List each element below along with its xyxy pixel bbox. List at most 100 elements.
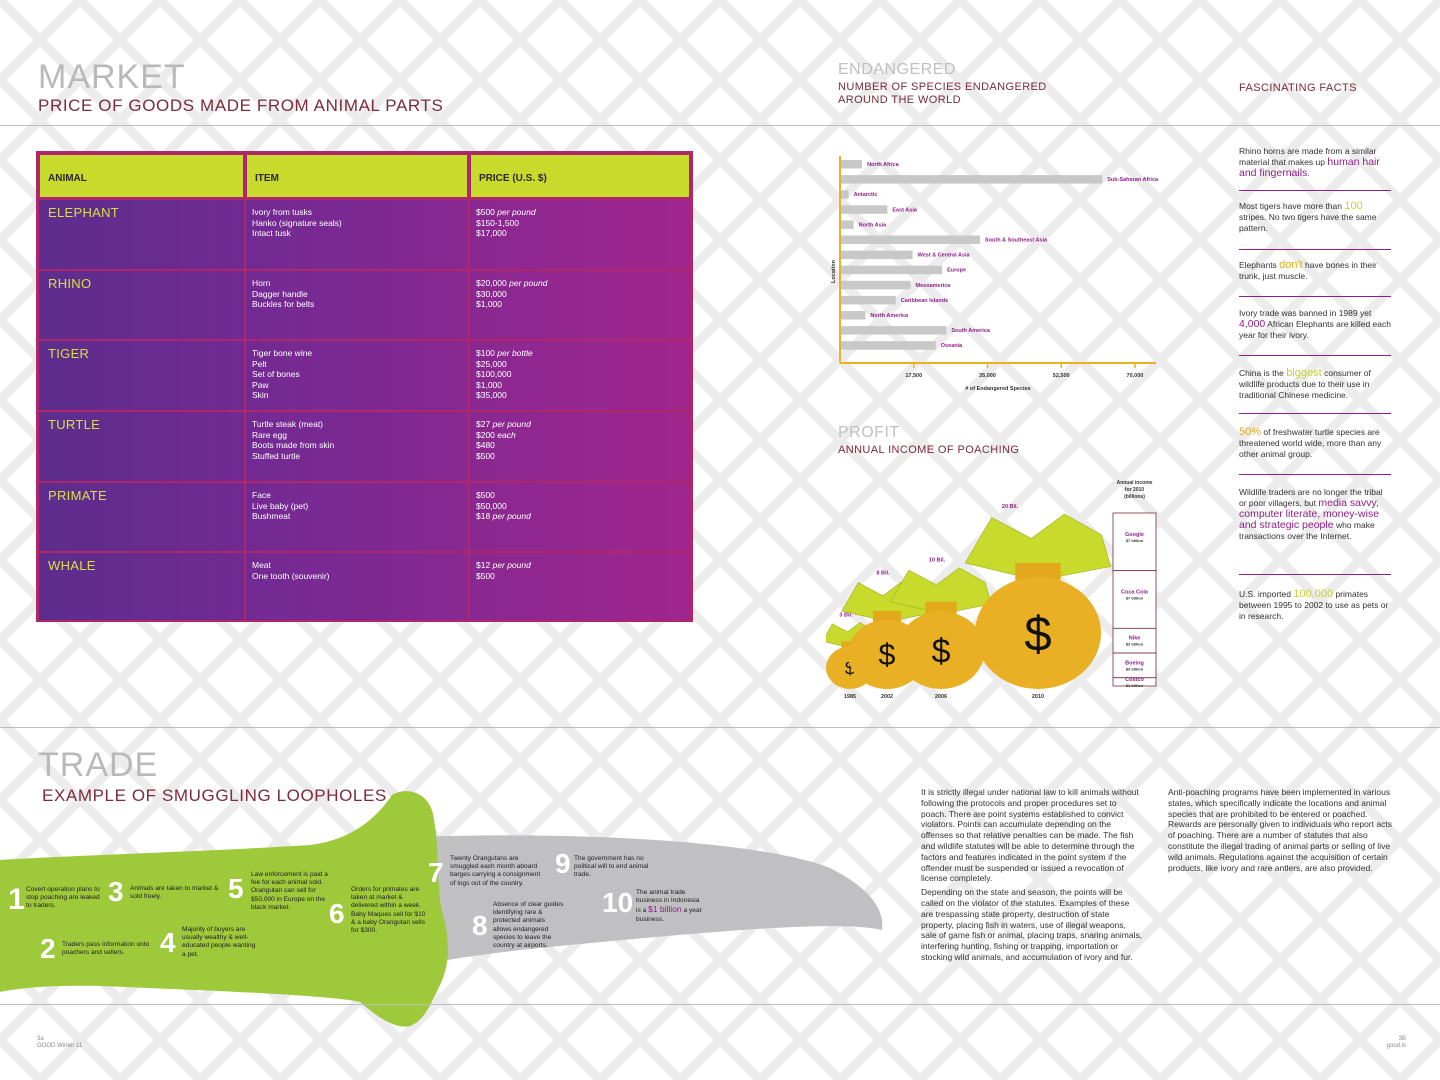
step-number: 7 [428,857,444,888]
x-axis-label: # of Endangered Species [965,386,1030,392]
knife-graphic [0,791,883,1027]
item-line: Dagger handle [252,288,308,299]
price-value: $25,000 [476,358,507,369]
price-line: $20,000 per pound [476,278,547,289]
poaching-income-chart: $3 Bil.1985$8 Bil.2002$10 Bil.2006$20 Bi… [826,480,1157,700]
price-value: $30,000 [476,288,507,299]
price-value: $12 [476,560,491,570]
price-cell: $500 per pound$150-1,500 $17,000 [469,199,691,270]
profit-subtitle: ANNUAL INCOME OF POACHING [838,444,1020,456]
step-description: Traders pass information onto poachers a… [62,941,150,957]
fact-highlight: don't [1279,259,1303,271]
price-value: $500 [476,207,495,217]
fact-text: African Elephants are killed each year f… [1239,319,1391,340]
step-description: The government has no political will to … [574,855,649,879]
price-note: per pound [492,419,531,429]
animal-name: WHALE [48,558,96,573]
fact-text: Rhino horns are made from a similar mate… [1239,146,1377,167]
x-tick-label: 17,500 [905,373,922,379]
price-line: $30,000 [476,289,547,300]
step-number: 3 [108,876,124,907]
price-note: per bottle [497,348,533,358]
item-line: Hanko (signature seals) [252,217,342,228]
endangered-subtitle-2: AROUND THE WORLD [838,94,961,106]
price-line: $500 [476,451,531,462]
animal-cell: WHALE [38,552,245,622]
income-company: Coca Cola [1121,590,1149,596]
price-cell: $20,000 per pound$30,000 $1,000 [469,270,691,340]
price-value: $1,000 [476,299,502,310]
bar [841,280,911,290]
bag-year-label: 1985 [844,694,856,700]
bag-neck [872,610,902,622]
price-cell: $100 per bottle$25,000 $100,000 $1,000 $… [469,340,691,411]
fact-item: Elephants don't have bones in their trun… [1239,260,1391,282]
fact-text: stripes. No two tigers have the same pat… [1239,212,1377,233]
price-value: $18 [476,511,491,522]
bar [841,190,849,199]
bag-value-label: 8 Bil. [876,571,890,577]
step-text: Covert operation plans to stop poaching … [26,886,106,911]
price-cell: $12 per pound$500 [469,552,691,622]
knife-handle [0,791,448,1027]
price-line: $1,000 [476,299,547,310]
knife-blade [395,835,883,965]
animal-cell: ELEPHANT [38,199,245,270]
fact-divider [1239,574,1391,575]
income-value: $7 billion [1126,596,1144,601]
bottom-divider [0,1004,1440,1005]
item-line: Intact tusk [252,228,291,239]
bar [841,295,896,305]
step-number: 10 [602,887,634,918]
bag-year-label: 2010 [1032,694,1044,700]
footer-right: 3B good.is [1386,1036,1406,1049]
money-bag: $20 Bil.2010 [964,504,1112,700]
step-description: Twenty Orangutans are smuggled each mont… [450,855,541,887]
price-line: $17,000 [476,228,536,239]
price-value: $480 [476,440,495,451]
fact-text: Wildlife traders are no longer the triba… [1239,487,1383,508]
step-text: Traders pass information onto poachers a… [62,941,157,957]
fact-item: Most tigers have more than 100 stripes. … [1239,201,1391,234]
step-number: 8 [472,910,488,941]
fact-divider [1239,474,1391,475]
fact-highlight: human hair and fingernails [1239,156,1380,179]
fact-text: U.S. imported [1239,589,1294,599]
bar-label: West & Central Asia [918,253,971,259]
bar [841,341,936,350]
price-note: per pound [492,560,531,570]
price-line: $200 each [476,430,531,441]
income-value: $7 billion [1126,538,1144,543]
income-company: Google [1125,532,1144,538]
price-line: $18 per pound [476,511,531,522]
x-tick-label: 35,000 [979,373,996,379]
fact-text: who make transactions over the Internet. [1239,520,1375,541]
bar-label: Oceania [941,343,963,349]
fact-text: Ivory trade was banned in 1989 yet [1239,308,1372,318]
bar-label: North America [870,313,909,319]
fact-highlight: media savvy, computer literate, money-wi… [1239,497,1380,531]
fact-item: 50% of freshwater turtle species are thr… [1239,427,1391,460]
bar [841,265,943,275]
item-line: Skin [252,390,269,401]
money-bag: $10 Bil.2006 [890,558,992,700]
step-number: 1 [8,883,25,916]
fact-item: U.S. imported 100,000 primates between 1… [1239,589,1391,622]
price-note: each [497,429,516,440]
income-company: Nike [1129,636,1141,642]
animal-cell: TIGER [38,340,245,411]
item-line: Set of bones [252,369,300,380]
bag-neck [925,601,957,614]
item-line: Stuffed turtle [252,450,301,461]
bag-body [897,611,985,689]
fact-text: Most tigers have more than [1239,201,1345,211]
x-tick-label: 52,500 [1053,373,1070,379]
bar-label: Europe [947,268,966,274]
item-line: Ivory from tusks [252,207,312,217]
price-line: $100 per bottle [476,348,533,359]
step-text: The government has no political will to … [574,855,654,880]
fact-text: . [1307,168,1310,178]
step-number: 9 [555,848,571,879]
